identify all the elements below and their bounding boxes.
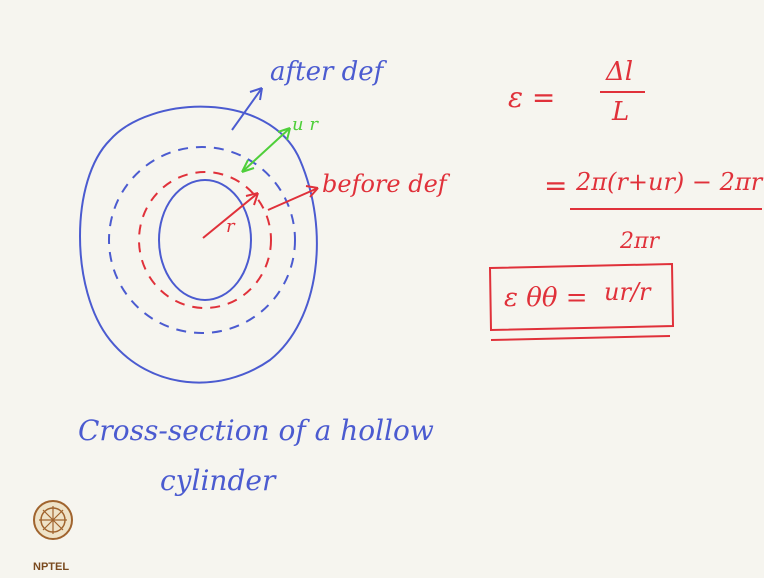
- caption-line2: cylinder: [160, 464, 277, 497]
- outer-boundary-after-def: [79, 105, 318, 384]
- outer-dashed-after-def: [108, 146, 296, 334]
- before-def-pointer-head: [305, 185, 319, 198]
- result-underline: [490, 335, 671, 341]
- ur-arrowhead-out: [277, 127, 291, 141]
- ur-arrowhead-in: [241, 159, 255, 173]
- ur-label: u r: [292, 114, 319, 135]
- logo-text: NPTEL: [33, 561, 69, 573]
- eq2-equals: =: [544, 169, 567, 202]
- eq1-denominator: L: [611, 97, 629, 127]
- eq1-numerator: Δl: [605, 57, 633, 87]
- logo-wheel-spokes: [39, 506, 67, 534]
- after-def-pointer: [231, 87, 263, 131]
- eq2-denominator: 2πr: [619, 229, 660, 254]
- after-def-pointer-head: [249, 87, 263, 101]
- strain-equations: ε = Δl L = 2π(r+ur) − 2πr 2πr ε θθ = ur/…: [488, 57, 764, 341]
- eq2-numerator: 2π(r+ur) − 2πr: [575, 168, 764, 196]
- nptel-logo: NPTEL: [33, 500, 73, 573]
- radius-arrow: [202, 192, 259, 239]
- result-box: [488, 262, 675, 332]
- dashed-before-def: [138, 171, 272, 309]
- cylinder-diagram: [79, 87, 319, 384]
- radius-label: r: [226, 216, 236, 237]
- ur-arrow: [241, 127, 291, 173]
- eq1-lhs: ε =: [508, 81, 555, 114]
- before-def-pointer: [267, 187, 319, 211]
- radius-arrowhead: [245, 192, 259, 206]
- caption-line1: Cross-section of a hollow: [78, 414, 434, 447]
- before-def-label: before def: [322, 170, 451, 198]
- boxed-lhs: ε θθ =: [504, 283, 588, 313]
- after-def-label: after def: [270, 57, 388, 87]
- boxed-rhs: ur/r: [604, 278, 652, 306]
- inner-boundary: [158, 179, 252, 301]
